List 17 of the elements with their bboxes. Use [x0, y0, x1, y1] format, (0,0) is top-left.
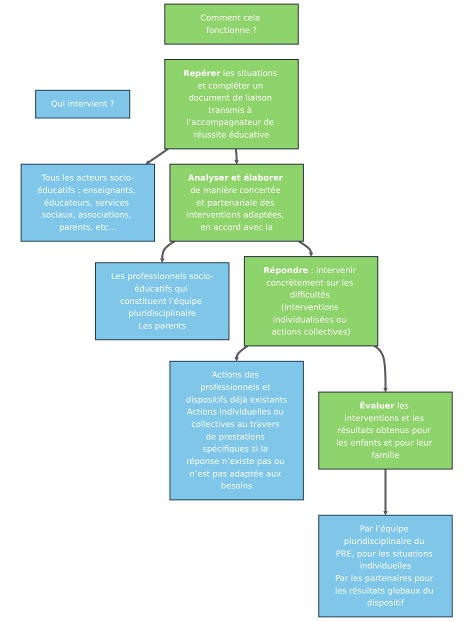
node-box: Comment cela fonctionne ?	[164, 4, 300, 45]
node-box: Repérer les situations et compléter un document de liaison transmis à l’accompagnateur de réussite éducative	[164, 59, 300, 150]
arrow	[160, 240, 176, 263]
arrow	[146, 148, 169, 164]
node-box: Analyser et élaborer de manière concertée et partenariale des interventions adaptées, en accord avec la	[170, 164, 304, 242]
node-box: Tous les acteurs socio-éducatifs : enseignants, éducateurs, services sociaux, associations, parents, etc…	[20, 164, 156, 242]
arrow	[384, 469, 388, 516]
node-box: Les professionnels socio-éducatifs qui constituent l’équipe pluridisciplinaire Les parents	[95, 262, 230, 340]
node-box: Évaluer les interventions et les résultats obtenus pour les enfants et pour leur famille	[318, 392, 454, 470]
arrow	[374, 345, 388, 392]
node-box: Actions des professionnels et dispositifs déjà existants Actions individuelles ou collectives au travers de prestations spécifiques si la réponse n’existe pas ou n’est pas adaptée aux besoins	[170, 360, 304, 500]
arrow	[234, 345, 249, 362]
node-box: Par l’équipe pluridisciplinaire du PRE, pour les situations individuelles Par les partenaires pour les résultats globaux du dispositif	[318, 514, 454, 618]
node-box: Qui intervient ?	[35, 90, 131, 119]
node-box: Répondre : intervenir concrètement sur les difficultés (interventions individualisées ou actions collectives)	[244, 256, 379, 346]
arrow	[298, 240, 314, 257]
arrow	[234, 148, 240, 164]
